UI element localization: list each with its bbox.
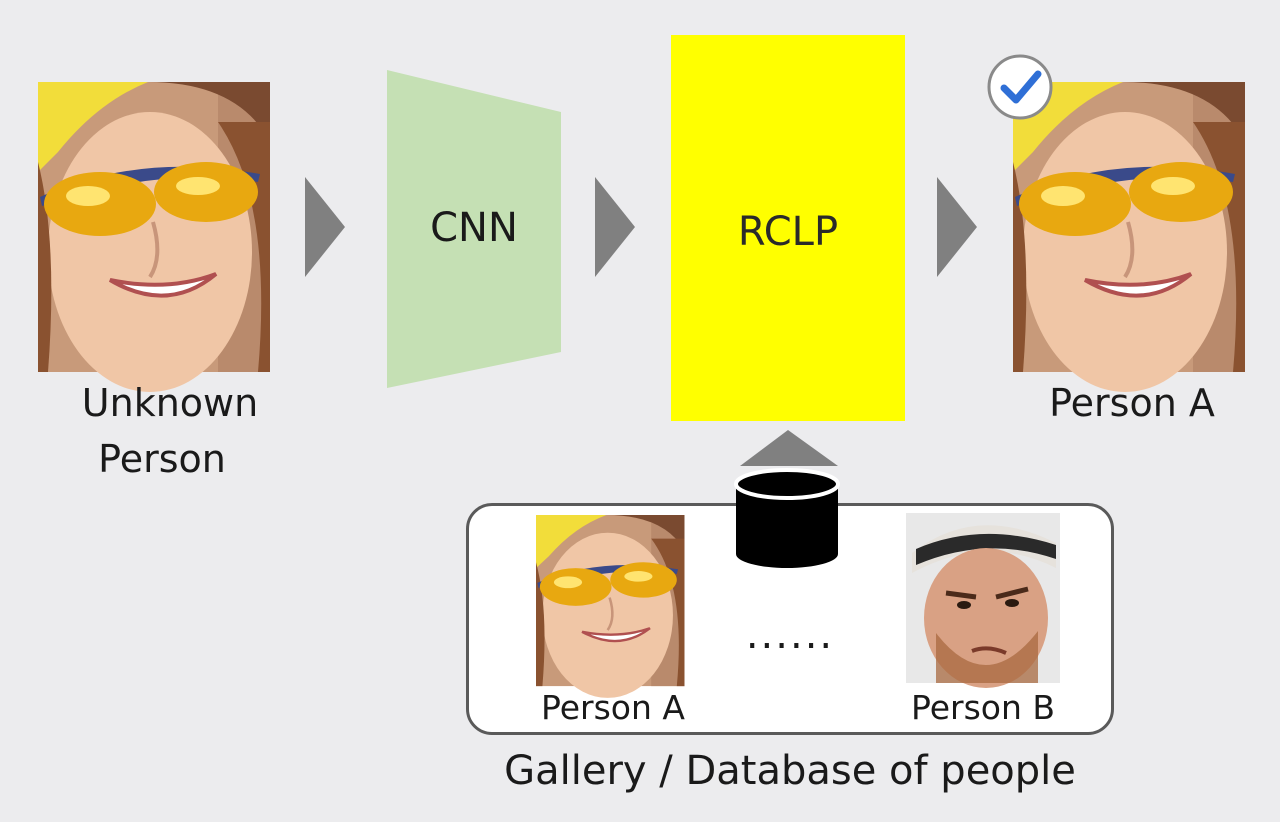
gallery-person-a-label: Person A — [510, 688, 716, 728]
database-cylinder-icon — [736, 470, 838, 568]
person-a-gallery-photo — [536, 515, 684, 698]
rclp-label: RCLP — [671, 212, 905, 252]
cnn-label: CNN — [387, 208, 561, 248]
person-b-gallery-photo — [906, 513, 1060, 688]
unknown-person-label-line1: Unknown — [38, 376, 302, 430]
unknown-person-label-line2: Person — [30, 432, 294, 486]
person-a-output-label: Person A — [1000, 376, 1264, 430]
gallery-person-b-label: Person B — [880, 688, 1086, 728]
gallery-ellipsis: ...... — [720, 608, 860, 662]
gallery-caption: Gallery / Database of people — [440, 744, 1140, 798]
